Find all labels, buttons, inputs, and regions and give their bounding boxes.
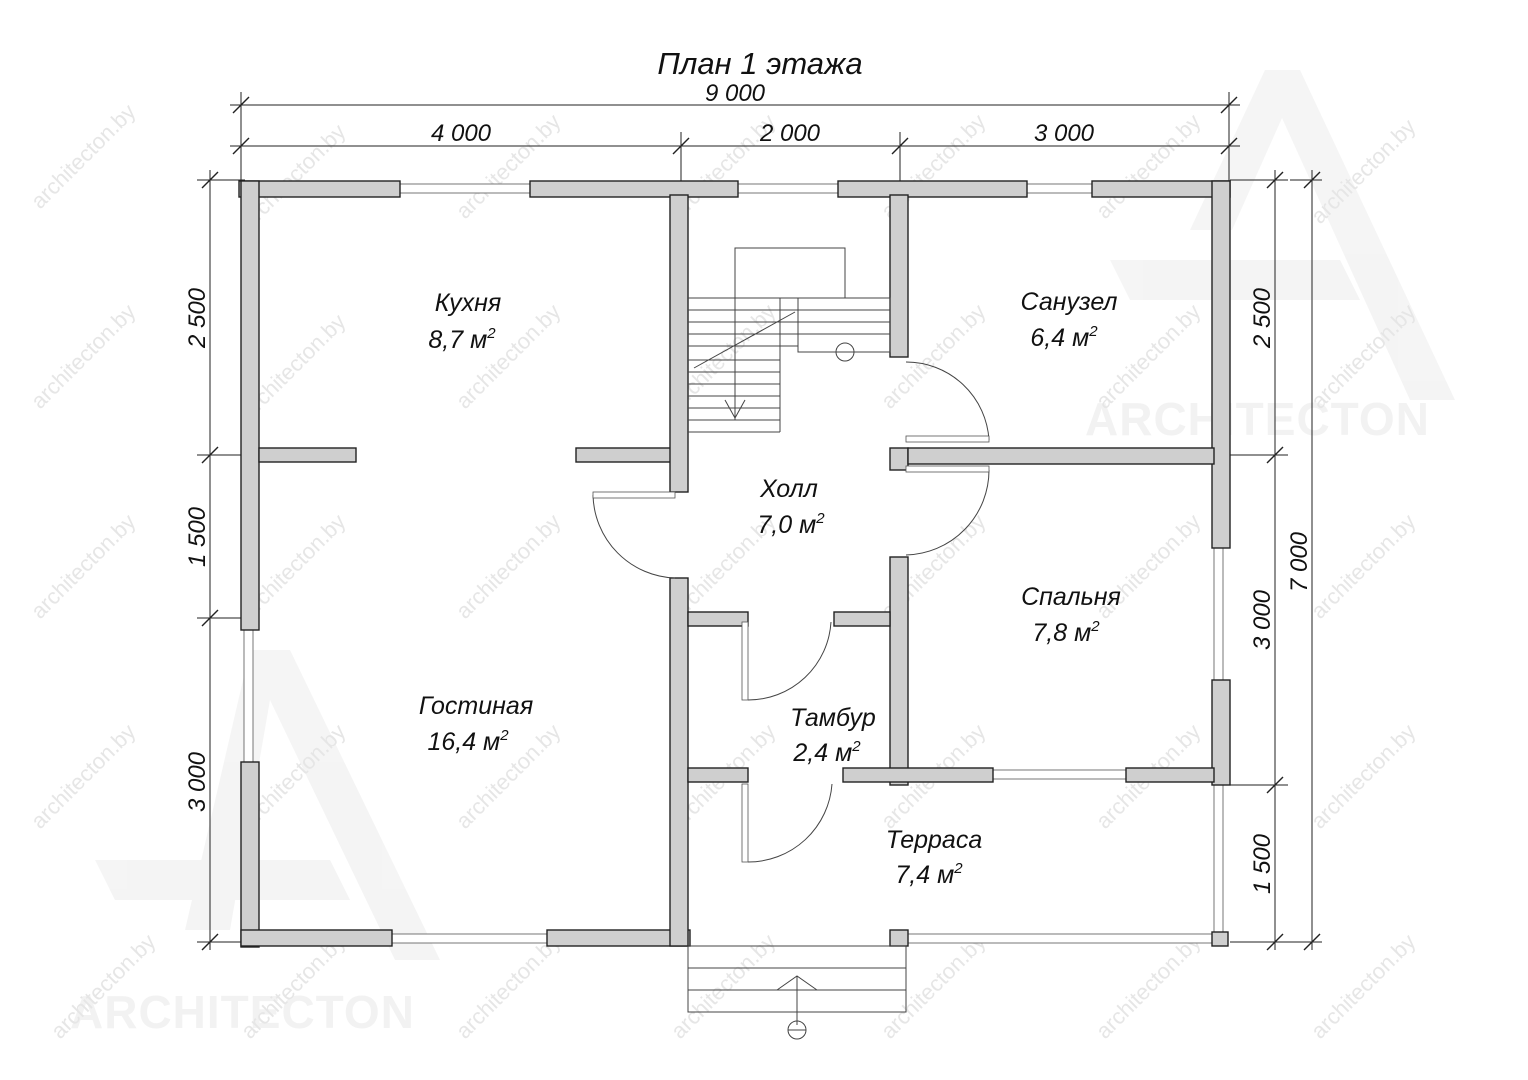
site-watermarks: architecton.by architecton.by architecto… xyxy=(26,99,1421,1044)
entry-steps xyxy=(687,945,907,1040)
dim-top-seg-2: 2 000 xyxy=(759,120,821,147)
dim-top-seg-3: 3 000 xyxy=(1034,120,1095,147)
dim-left-seg-2: 1 500 xyxy=(184,506,211,567)
logo-watermark-right: ARCHITECTON xyxy=(1085,70,1455,445)
room-area-hall: 7,0 м2 xyxy=(757,510,825,539)
room-name-kitchen: Кухня xyxy=(435,289,502,317)
staircase xyxy=(688,247,891,433)
dimension-lines xyxy=(197,92,1322,951)
dim-top-seg-1: 4 000 xyxy=(431,120,492,147)
svg-text:architecton.by: architecton.by xyxy=(26,509,141,624)
plan-title: План 1 этажа xyxy=(657,46,862,81)
dim-right-seg-2: 3 000 xyxy=(1249,589,1276,650)
doors xyxy=(592,361,990,863)
svg-text:architecton.by: architecton.by xyxy=(1306,929,1421,1044)
svg-text:architecton.by: architecton.by xyxy=(26,299,141,414)
room-area-living: 16,4 м2 xyxy=(427,727,509,756)
dim-left-seg-1: 2 500 xyxy=(184,287,211,349)
room-area-kitchen: 8,7 м2 xyxy=(428,325,496,354)
room-name-hall: Холл xyxy=(759,475,818,503)
svg-text:architecton.by: architecton.by xyxy=(1091,109,1206,224)
dim-right-seg-3: 1 500 xyxy=(1249,833,1276,894)
svg-text:architecton.by: architecton.by xyxy=(26,719,141,834)
dim-top-total: 9 000 xyxy=(705,80,766,107)
dim-right-seg-1: 2 500 xyxy=(1249,287,1276,349)
dimension-labels: 9 000 4 000 2 000 3 000 2 500 1 500 3 00… xyxy=(184,80,1313,894)
watermark: ARCHITECTON ARCHITECTON architecton.by a… xyxy=(26,70,1455,1044)
room-area-vestibule: 2,4 м2 xyxy=(792,738,861,767)
svg-text:architecton.by: architecton.by xyxy=(1306,719,1421,834)
room-area-bedroom: 7,8 м2 xyxy=(1032,618,1100,647)
svg-text:architecton.by: architecton.by xyxy=(451,509,566,624)
svg-text:architecton.by: architecton.by xyxy=(1091,929,1206,1044)
room-name-bathroom: Санузел xyxy=(1020,288,1117,316)
dim-left-seg-3: 3 000 xyxy=(184,751,211,812)
logo-text-right: ARCHITECTON xyxy=(1085,393,1430,445)
room-name-living: Гостиная xyxy=(419,692,533,720)
room-area-terrace: 7,4 м2 xyxy=(895,860,963,889)
room-name-vestibule: Тамбур xyxy=(790,704,876,732)
room-name-bedroom: Спальня xyxy=(1021,583,1121,611)
room-area-bathroom: 6,4 м2 xyxy=(1030,323,1098,352)
room-labels: Кухня 8,7 м2 Санузел 6,4 м2 Холл 7,0 м2 … xyxy=(419,288,1121,889)
room-name-terrace: Терраса xyxy=(886,826,983,854)
svg-text:architecton.by: architecton.by xyxy=(26,99,141,214)
dim-right-total: 7 000 xyxy=(1286,531,1313,592)
svg-text:architecton.by: architecton.by xyxy=(1306,509,1421,624)
walls xyxy=(238,180,1231,948)
logo-text-left: ARCHITECTON xyxy=(70,986,415,1038)
